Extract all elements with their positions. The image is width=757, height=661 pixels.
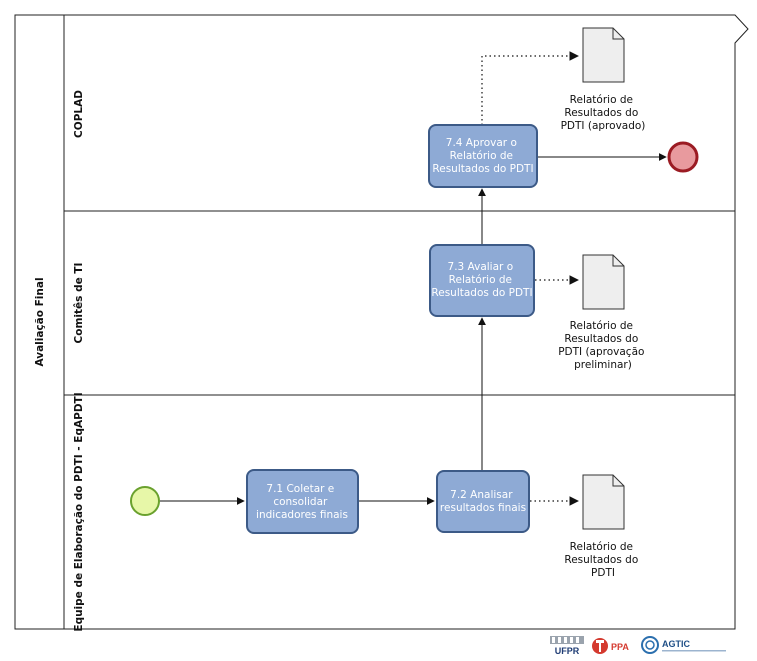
document-icon	[582, 474, 625, 530]
pool-title: Avaliação Final	[34, 277, 46, 366]
task-7-4[interactable]: 7.4 Aprovar o Relatório de Resultados do…	[428, 124, 538, 188]
doc-approved-line-1: Relatório de	[570, 94, 633, 106]
assoc-7-4-doc	[481, 51, 579, 125]
doc-preliminary-line-4: preliminar)	[574, 359, 632, 371]
task-7-2-line-2: resultados finais	[440, 502, 526, 514]
doc-preliminary-line-2: Resultados do	[564, 333, 638, 345]
task-7-3-line-3: Resultados do PDTI	[431, 287, 532, 299]
lane-label-coplad: COPLAD	[73, 90, 85, 138]
doc-results-line-1: Relatório de	[570, 541, 633, 553]
pool	[14, 14, 749, 630]
task-7-3-line-2: Relatório de	[449, 274, 512, 286]
svg-text:7.2 Analisar resultados: 7.2 Analisar resultados finais	[440, 489, 526, 514]
document-preliminary[interactable]: Relatório de Resultados do PDTI (aprovaç…	[558, 254, 648, 371]
doc-results-line-3: PDTI	[591, 567, 615, 579]
svg-text:Relatório de Resultados: Relatório de Resultados do PDTI	[564, 541, 641, 579]
logo-ppa-text: PPA	[611, 642, 629, 652]
task-7-4-line-1: 7.4 Aprovar o	[446, 137, 517, 149]
svg-text:7.3 Avaliar o Relatório: 7.3 Avaliar o Relatório de Resultados do…	[431, 261, 532, 299]
sequence-flows	[159, 153, 667, 505]
logo-ppa: PPA	[592, 638, 629, 654]
task-7-2-line-1: 7.2 Analisar	[450, 489, 513, 501]
lane-label-comites: Comitês de TI	[73, 263, 85, 344]
doc-preliminary-line-1: Relatório de	[570, 320, 633, 332]
lane-label-eqapdti: Equipe de Elaboração do PDTI - EqAPDTI	[73, 392, 85, 631]
task-7-1-line-1: 7.1 Coletar e	[266, 483, 334, 495]
task-7-3-line-1: 7.3 Avaliar o	[448, 261, 514, 273]
logo-ufpr: UFPR	[550, 636, 584, 656]
logo-ufpr-text: UFPR	[555, 646, 580, 656]
doc-approved-line-2: Resultados do	[564, 107, 638, 119]
task-7-2[interactable]: 7.2 Analisar resultados finais	[436, 470, 530, 533]
document-approved[interactable]: Relatório de Resultados do PDTI (aprovad…	[561, 27, 646, 132]
start-event[interactable]	[130, 486, 160, 516]
document-icon	[582, 254, 625, 310]
logo-agtic: AGTIC	[641, 636, 726, 654]
document-results[interactable]: Relatório de Resultados do PDTI	[564, 474, 641, 579]
svg-text:Relatório de Resultados: Relatório de Resultados do PDTI (aprovad…	[561, 94, 646, 132]
task-7-4-line-2: Relatório de	[450, 150, 513, 162]
svg-text:Relatório de Resultados: Relatório de Resultados do PDTI (aprovaç…	[558, 320, 648, 371]
task-7-1[interactable]: 7.1 Coletar e consolidar indicadores fin…	[246, 469, 359, 534]
doc-preliminary-line-3: PDTI (aprovação	[558, 346, 644, 358]
logo-agtic-text: AGTIC	[662, 639, 690, 649]
svg-text:7.4 Aprovar o Relatório: 7.4 Aprovar o Relatório de Resultados do…	[432, 137, 533, 175]
task-7-3[interactable]: 7.3 Avaliar o Relatório de Resultados do…	[429, 244, 535, 317]
doc-approved-line-3: PDTI (aprovado)	[561, 120, 646, 132]
task-7-1-line-2: consolidar	[273, 496, 328, 508]
task-7-1-line-3: indicadores finais	[256, 509, 348, 521]
task-7-4-line-3: Resultados do PDTI	[432, 163, 533, 175]
data-associations	[481, 51, 579, 506]
end-event[interactable]	[667, 141, 699, 173]
document-icon	[582, 27, 625, 83]
svg-text:7.1 Coletar e consolidar: 7.1 Coletar e consolidar indicadores fin…	[256, 483, 348, 521]
doc-results-line-2: Resultados do	[564, 554, 638, 566]
